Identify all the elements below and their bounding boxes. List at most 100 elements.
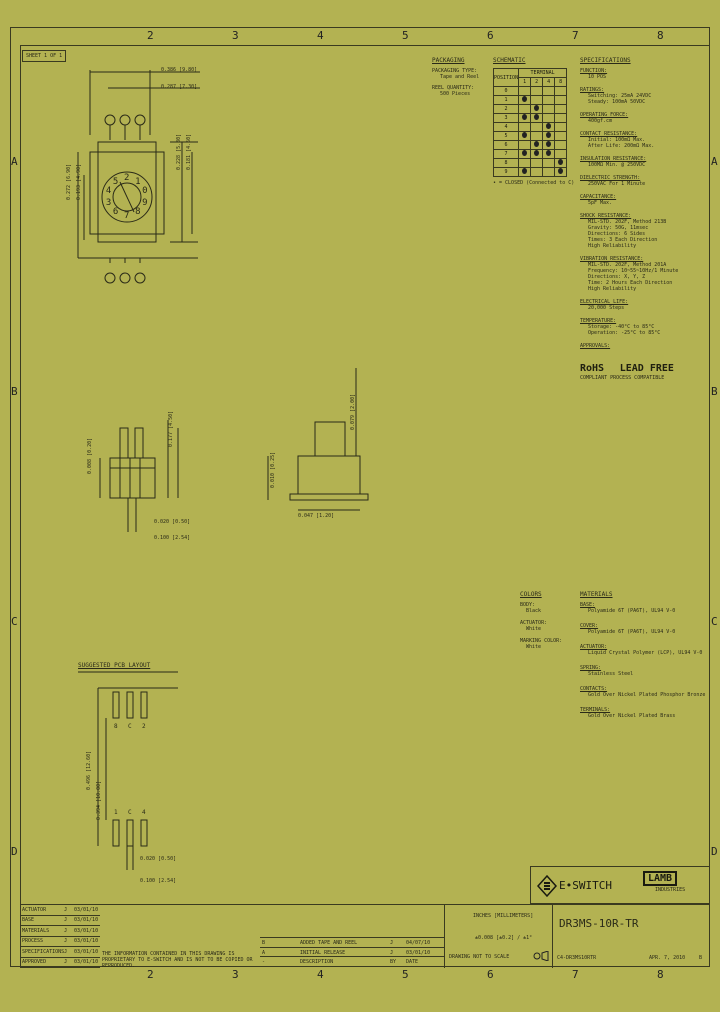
- logo-box: E•SWITCH LAMB INDUSTRIES: [530, 866, 710, 904]
- spec-heading: INSULATION RESISTANCE:: [580, 156, 647, 162]
- revision-description: INITIAL RELEASE: [300, 949, 346, 956]
- schematic-cell: [542, 95, 556, 105]
- schematic-cell: [530, 158, 544, 168]
- approval-by: J: [64, 907, 68, 913]
- approval-date: 03/01/10: [74, 938, 99, 945]
- schematic-cell: [518, 149, 532, 159]
- lamb-logo-text: LAMB: [643, 871, 678, 886]
- material-line: COVER:: [580, 623, 599, 629]
- revision-letter: B: [699, 955, 703, 961]
- top-view-drawing: [70, 60, 210, 295]
- schematic-position-number: 9: [492, 167, 520, 177]
- approval-by: J: [64, 938, 68, 945]
- schematic-cell: [542, 86, 556, 96]
- pcb-dim-total: 0.496 [12.60]: [86, 750, 92, 790]
- schematic-cell: [554, 113, 568, 123]
- dial-digit: 3: [105, 197, 112, 208]
- approval-by: J: [64, 959, 68, 965]
- packaging-line: 500 Pieces: [440, 91, 471, 97]
- projection-symbol-icon: [533, 951, 549, 961]
- spec-heading: TEMPERATURE:: [580, 318, 617, 324]
- material-line: SPRING:: [580, 665, 602, 671]
- dim-body-length: 0.228 [5.80]: [176, 133, 182, 170]
- pcb-pin-label: C: [128, 723, 132, 730]
- spec-line: Time: 2 Hours Each Direction: [588, 280, 673, 286]
- approval-by: J: [64, 927, 68, 934]
- table-row: 3: [492, 113, 568, 123]
- schematic-cell: [518, 86, 532, 96]
- packaging-title: PACKAGING: [432, 57, 465, 64]
- approval-label: APPROVED: [22, 959, 47, 965]
- schematic-cell: [554, 86, 568, 96]
- color-line: BODY:: [520, 602, 536, 608]
- row-letter-right: B: [711, 385, 718, 398]
- schematic-cell: [530, 131, 544, 141]
- spec-line: Directions: X, Y, Z: [588, 274, 646, 280]
- schematic-cell: [542, 158, 556, 168]
- dial-digit: 2: [124, 173, 130, 183]
- spec-heading: ELECTRICAL LIFE:: [580, 299, 629, 305]
- spec-line: Gravity: 50G, 11msec: [588, 225, 649, 231]
- schematic-cell: [530, 122, 544, 132]
- row-letter-right: A: [711, 155, 718, 168]
- dim-body-inner: 0.181 [4.60]: [186, 133, 192, 170]
- schematic-cell: [554, 140, 568, 150]
- rohs-label: RoHS: [580, 363, 605, 374]
- schematic-cell: [518, 122, 532, 132]
- row-letter-left: A: [11, 155, 18, 168]
- spec-heading: DIELECTRIC STRENGTH:: [580, 175, 641, 181]
- dial-digit: 9: [142, 197, 148, 208]
- closed-contact-dot-icon: [522, 96, 528, 102]
- approval-date: 03/01/10: [74, 907, 99, 913]
- spec-block: APPROVALS:: [580, 343, 705, 349]
- schematic-cell: [530, 140, 544, 150]
- schematic-cell: [518, 167, 532, 177]
- eswitch-logo-text: E•SWITCH: [559, 879, 612, 892]
- approval-label: MATERIALS: [22, 927, 50, 934]
- column-number-bottom: 3: [232, 968, 239, 981]
- table-row: 5: [492, 131, 568, 141]
- schematic-cell: [518, 158, 532, 168]
- schematic-cell: [554, 104, 568, 114]
- schematic-position-number: 5: [492, 131, 520, 141]
- material-line: Polyamide 6T (PA6T), UL94 V-0: [588, 608, 676, 614]
- spec-heading: FUNCTION:: [580, 68, 608, 74]
- schematic-terminal-number: 2: [530, 77, 544, 87]
- closed-contact-dot-icon: [558, 159, 564, 165]
- spec-line: After Life: 200mΩ Max.: [588, 143, 655, 149]
- rohs-leadfree-mark: RoHS LEAD FREE: [580, 356, 705, 375]
- spec-line: Frequency: 10~55~10Hz/1 Minute: [588, 268, 679, 274]
- leadfree-label: LEAD FREE: [619, 363, 674, 374]
- closed-contact-dot-icon: [522, 114, 528, 120]
- spec-line: Steady: 100mA 50VDC: [588, 99, 646, 105]
- material-line: Gold Over Nickel Plated Phosphor Bronze: [588, 692, 706, 698]
- schematic-cell: [542, 122, 556, 132]
- pcb-dim-pitch: 0.100 [2.54]: [140, 878, 177, 884]
- schematic-title: SCHEMATIC: [493, 57, 526, 64]
- row-letter-left: B: [11, 385, 18, 398]
- material-line: Liquid Crystal Polymer (LCP), UL94 V-0: [588, 650, 703, 656]
- table-row: 0: [492, 86, 568, 96]
- dim-side-standoff: 0.010 [0.25]: [270, 451, 276, 488]
- material-line: Polyamide 6T (PA6T), UL94 V-0: [588, 629, 676, 635]
- column-number-bottom: 8: [657, 968, 664, 981]
- approval-date: 03/01/10: [74, 927, 99, 934]
- schematic-cell: [554, 149, 568, 159]
- dim-width-overall: 0.386 [9.80]: [161, 67, 198, 73]
- schematic-cell: [518, 140, 532, 150]
- column-number-top: 6: [487, 29, 494, 42]
- approval-date: 03/01/10: [74, 917, 99, 924]
- drawing-inner-border: [20, 45, 710, 967]
- column-number-bottom: 6: [487, 968, 494, 981]
- spec-line: MIL-STD. 202F, Method 213B: [588, 219, 667, 225]
- spec-line: 250VAC For 1 Minute: [588, 181, 646, 187]
- packaging-line: REEL QUANTITY:: [432, 85, 475, 91]
- material-line: CONTACTS:: [580, 686, 608, 692]
- closed-contact-dot-icon: [534, 150, 540, 156]
- dim-side-width: 0.047 [1.20]: [298, 513, 335, 519]
